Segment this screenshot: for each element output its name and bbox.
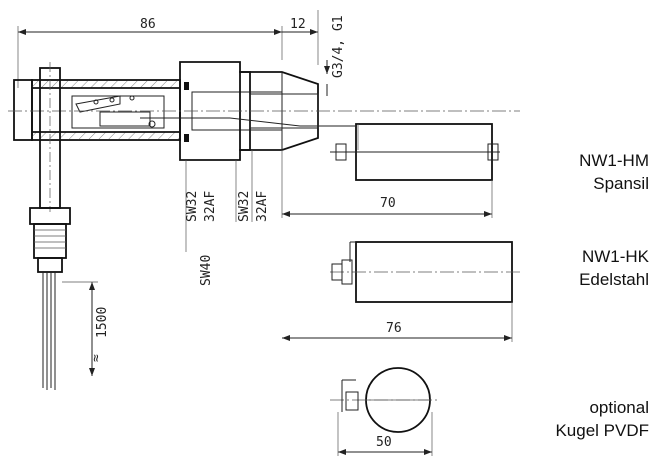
af32-a-text: 32AF bbox=[203, 191, 218, 222]
cable-gland bbox=[29, 62, 71, 273]
float-ball-pvdf bbox=[330, 367, 440, 433]
sw40-text: SW40 bbox=[199, 255, 214, 286]
dimension-50-text: 50 bbox=[376, 435, 392, 450]
thread-text: G3/4, G1 bbox=[331, 15, 346, 78]
cable-wires bbox=[42, 272, 56, 390]
approx-symbol: ≈ bbox=[89, 354, 104, 362]
dimension-86: 86 bbox=[17, 17, 283, 88]
dimension-50: 50 bbox=[337, 412, 433, 456]
sensor-housing bbox=[8, 61, 520, 161]
dimension-12: 12 bbox=[282, 10, 319, 65]
variant-ball-line1: optional bbox=[589, 398, 649, 417]
dimension-thread: G3/4, G1 bbox=[324, 15, 346, 96]
variant-label-hm: NW1-HM Spansil bbox=[579, 151, 649, 193]
variant-hm-line2: Spansil bbox=[593, 174, 649, 193]
dimension-70-text: 70 bbox=[380, 196, 396, 211]
sw32-b-text: SW32 bbox=[237, 191, 252, 222]
float-nw1-hk bbox=[330, 241, 520, 303]
wrench-labels: SW32 32AF SW40 SW32 32AF bbox=[185, 150, 270, 286]
dimension-12-text: 12 bbox=[290, 17, 306, 32]
af32-b-text: 32AF bbox=[255, 191, 270, 222]
variant-ball-line2: Kugel PVDF bbox=[555, 421, 649, 440]
dimension-70: 70 bbox=[281, 150, 493, 218]
dimension-1500: 1500 ≈ bbox=[62, 281, 110, 376]
variant-label-hk: NW1-HK Edelstahl bbox=[579, 247, 650, 289]
dimension-76: 76 bbox=[282, 302, 513, 342]
variant-hk-line1: NW1-HK bbox=[582, 247, 650, 266]
variant-label-ball: optional Kugel PVDF bbox=[555, 398, 649, 440]
sw32-a-text: SW32 bbox=[185, 191, 200, 222]
variant-hk-line2: Edelstahl bbox=[579, 270, 649, 289]
dimension-76-text: 76 bbox=[386, 321, 402, 336]
float-nw1-hm bbox=[330, 123, 500, 181]
dimension-86-text: 86 bbox=[140, 17, 156, 32]
variant-hm-line1: NW1-HM bbox=[579, 151, 649, 170]
cable-length-text: 1500 bbox=[95, 307, 110, 338]
